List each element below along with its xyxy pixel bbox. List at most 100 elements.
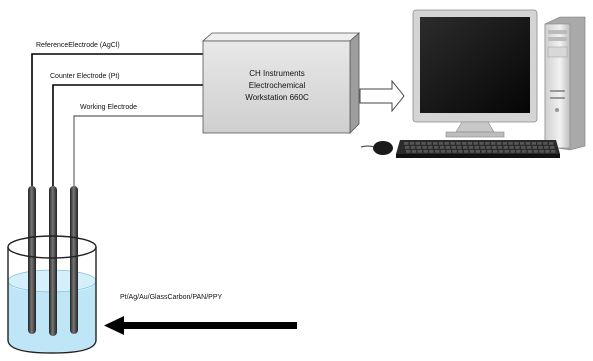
- keyboard-key: [526, 146, 532, 149]
- keyboard-key: [497, 146, 503, 149]
- keyboard-key: [521, 146, 526, 149]
- keyboard-key: [415, 142, 420, 145]
- keyboard-key: [452, 150, 457, 153]
- desktop-computer-icon: [360, 9, 586, 158]
- computer-monitor: [412, 9, 538, 138]
- keyboard-key: [473, 142, 478, 145]
- keyboard-key: [422, 146, 427, 149]
- keyboard-key: [435, 150, 440, 153]
- keyboard-key: [531, 142, 536, 145]
- keyboard-key: [486, 146, 491, 149]
- keyboard-key: [475, 150, 480, 153]
- keyboard-key: [532, 146, 537, 149]
- keyboard-key: [514, 142, 519, 145]
- keyboard-key: [450, 142, 455, 145]
- keyboard-key: [434, 146, 439, 149]
- wires: [31, 50, 213, 190]
- keyboard-key: [417, 150, 422, 153]
- keyboard-key: [498, 150, 504, 153]
- workstation-box: CH Instruments Electrochemical Workstati…: [201, 32, 361, 134]
- workstation-box-front: [202, 40, 351, 134]
- beaker-icon: [7, 186, 97, 354]
- keyboard-key: [522, 150, 527, 153]
- keyboard-key: [405, 146, 410, 149]
- output-arrow: [359, 79, 405, 113]
- keyboard-key: [411, 150, 417, 153]
- keyboard-key: [485, 142, 490, 145]
- keyboard-key: [481, 150, 486, 153]
- keyboard-key: [508, 142, 513, 145]
- keyboard-key: [433, 142, 438, 145]
- keyboard-key: [539, 150, 544, 153]
- keyboard-key: [545, 150, 550, 153]
- keyboard-key: [409, 142, 415, 145]
- keyboard-key: [462, 142, 467, 145]
- material-pointer-arrow: [104, 316, 297, 335]
- keyboard-key: [451, 146, 456, 149]
- workstation-box-side: [349, 32, 360, 134]
- keyboard-key: [504, 150, 509, 153]
- keyboard-key: [410, 146, 416, 149]
- keyboard-key: [503, 146, 508, 149]
- workstation-label-line1: CH Instruments: [249, 69, 305, 78]
- keyboard-key: [544, 146, 549, 149]
- keyboard-key: [445, 146, 450, 149]
- keyboard-key: [456, 142, 461, 145]
- keyboard-key: [421, 142, 426, 145]
- electrodes: [28, 186, 78, 336]
- keyboard-key: [469, 150, 475, 153]
- keyboard-key: [479, 142, 484, 145]
- keyboard-key: [464, 150, 469, 153]
- keyboard-key: [446, 150, 451, 153]
- computer-mouse: [373, 141, 393, 155]
- reference-electrode-rod: [28, 186, 36, 334]
- workstation-label-line3: Workstation 660C: [245, 93, 309, 102]
- keyboard-key: [423, 150, 428, 153]
- keyboard-key: [487, 150, 492, 153]
- keyboard-key: [550, 146, 555, 149]
- keyboard-key: [533, 150, 538, 153]
- keyboard-key: [510, 150, 515, 153]
- computer-tower: [544, 16, 586, 151]
- keyboard-key: [463, 146, 468, 149]
- keyboard-key: [427, 142, 432, 145]
- keyboard-key: [493, 150, 498, 153]
- keyboard-key: [551, 150, 556, 153]
- keyboard-key: [537, 142, 542, 145]
- keyboard-key: [474, 146, 479, 149]
- keyboard-key: [520, 142, 525, 145]
- beaker-wall: [7, 247, 97, 354]
- keyboard-key: [444, 142, 449, 145]
- workstation-label-line2: Electrochemical: [249, 81, 306, 90]
- working-wire: [73, 115, 205, 190]
- keyboard-key: [439, 146, 445, 149]
- keyboard-key: [492, 146, 497, 149]
- reference-electrode-label: ReferenceElectrode (AgCl): [36, 42, 120, 49]
- keyboard-key: [428, 146, 433, 149]
- keyboard-key: [406, 150, 411, 153]
- keyboard-key: [496, 142, 502, 145]
- keyboard-key: [467, 142, 473, 145]
- keyboard-key: [404, 142, 409, 145]
- keyboard-key: [429, 150, 434, 153]
- keyboard-key: [458, 150, 463, 153]
- hollow-arrow-icon: [359, 79, 405, 113]
- keyboard-key: [438, 142, 444, 145]
- keyboard-key: [502, 142, 507, 145]
- left-arrow-icon: [104, 316, 124, 335]
- workstation-box-top: [201, 32, 361, 42]
- keyboard-key: [509, 146, 514, 149]
- counter-electrode-rod: [49, 186, 57, 336]
- keyboard-key: [491, 142, 496, 145]
- keyboard-key: [549, 142, 554, 145]
- keyboard-key: [416, 146, 421, 149]
- electrode-material-label: Pt/Ag/Au/GlassCarbon/PAN/PPY: [120, 294, 223, 301]
- keyboard-key: [525, 142, 531, 145]
- keyboard-key: [480, 146, 485, 149]
- keyboard-key: [543, 142, 548, 145]
- reference-wire: [31, 53, 205, 190]
- working-electrode-label: Working Electrode: [80, 104, 137, 111]
- counter-wire: [52, 84, 205, 190]
